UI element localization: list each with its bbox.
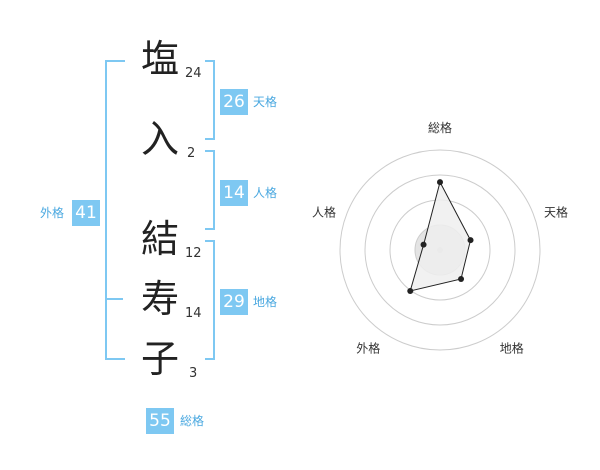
gaikaku-label: 外格 bbox=[40, 206, 65, 220]
soukaku-label: 総格 bbox=[180, 414, 205, 428]
radar-axis-label-1: 総格 bbox=[428, 120, 452, 135]
gaikaku-value-badge: 41 bbox=[72, 200, 100, 226]
stroke-count-4: 14 bbox=[185, 306, 202, 321]
stroke-count-1: 24 bbox=[185, 66, 202, 81]
gaikaku-bracket bbox=[105, 60, 125, 360]
jinkaku-label: 人格 bbox=[253, 186, 278, 200]
radar-point-3 bbox=[458, 275, 465, 282]
soukaku-value-badge: 55 bbox=[146, 408, 174, 434]
name-char-4: 寿 bbox=[141, 277, 180, 321]
chikaku-value-badge: 29 bbox=[220, 289, 248, 315]
chikaku-label: 地格 bbox=[253, 295, 278, 309]
radar-point-2 bbox=[467, 237, 474, 244]
tenkaku-label: 天格 bbox=[253, 95, 278, 109]
name-char-1: 塩 bbox=[141, 37, 180, 81]
stroke-count-2: 2 bbox=[187, 146, 196, 161]
tenkaku-value-badge: 26 bbox=[220, 89, 248, 115]
name-char-3: 結 bbox=[141, 217, 180, 261]
jinkaku-bracket bbox=[205, 150, 215, 230]
radar-point-1 bbox=[437, 179, 443, 186]
stroke-count-5: 3 bbox=[189, 366, 198, 381]
radar-axis-label-3: 地格 bbox=[500, 341, 524, 356]
radar-ring-4 bbox=[339, 149, 541, 351]
radar-axis-label-4: 外格 bbox=[356, 341, 380, 356]
tenkaku-bracket bbox=[205, 60, 215, 140]
radar-points bbox=[407, 179, 474, 294]
stroke-count-3: 12 bbox=[185, 246, 202, 261]
radar-polygon bbox=[409, 180, 472, 292]
radar-ring-3 bbox=[364, 174, 516, 326]
radar-point-4 bbox=[407, 287, 414, 294]
radar-point-5 bbox=[420, 241, 427, 248]
radar-axis-label-2: 天格 bbox=[544, 204, 568, 219]
gaikaku-inner-tick bbox=[105, 298, 123, 300]
chikaku-bracket bbox=[205, 240, 215, 360]
name-char-5: 子 bbox=[141, 337, 180, 381]
name-char-2: 入 bbox=[141, 117, 180, 161]
radar-axis-label-5: 人格 bbox=[312, 204, 336, 219]
jinkaku-value-badge: 14 bbox=[220, 180, 248, 206]
